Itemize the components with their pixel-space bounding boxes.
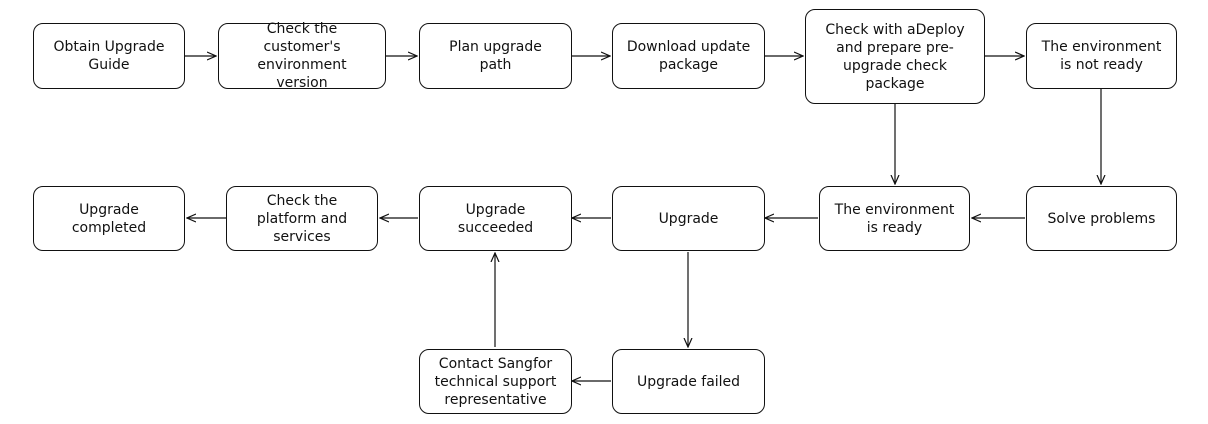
node-download-update-package: Download update package — [612, 23, 765, 89]
node-adeploy-pre-upgrade-check: Check with aDeploy and prepare pre- upgr… — [805, 9, 985, 104]
node-obtain-upgrade-guide: Obtain Upgrade Guide — [33, 23, 185, 89]
node-solve-problems: Solve problems — [1026, 186, 1177, 251]
node-upgrade-failed: Upgrade failed — [612, 349, 765, 414]
node-check-customer-environment-version: Check the customer's environment version — [218, 21, 386, 91]
node-plan-upgrade-path: Plan upgrade path — [419, 23, 572, 89]
node-upgrade-completed: Upgrade completed — [33, 186, 185, 251]
node-environment-ready: The environment is ready — [819, 186, 970, 251]
node-contact-sangfor-support: Contact Sangfor technical support repres… — [419, 349, 572, 414]
node-upgrade: Upgrade — [612, 186, 765, 251]
node-upgrade-succeeded: Upgrade succeeded — [419, 186, 572, 251]
node-environment-not-ready: The environment is not ready — [1026, 23, 1177, 89]
node-check-platform-and-services: Check the platform and services — [226, 186, 378, 251]
